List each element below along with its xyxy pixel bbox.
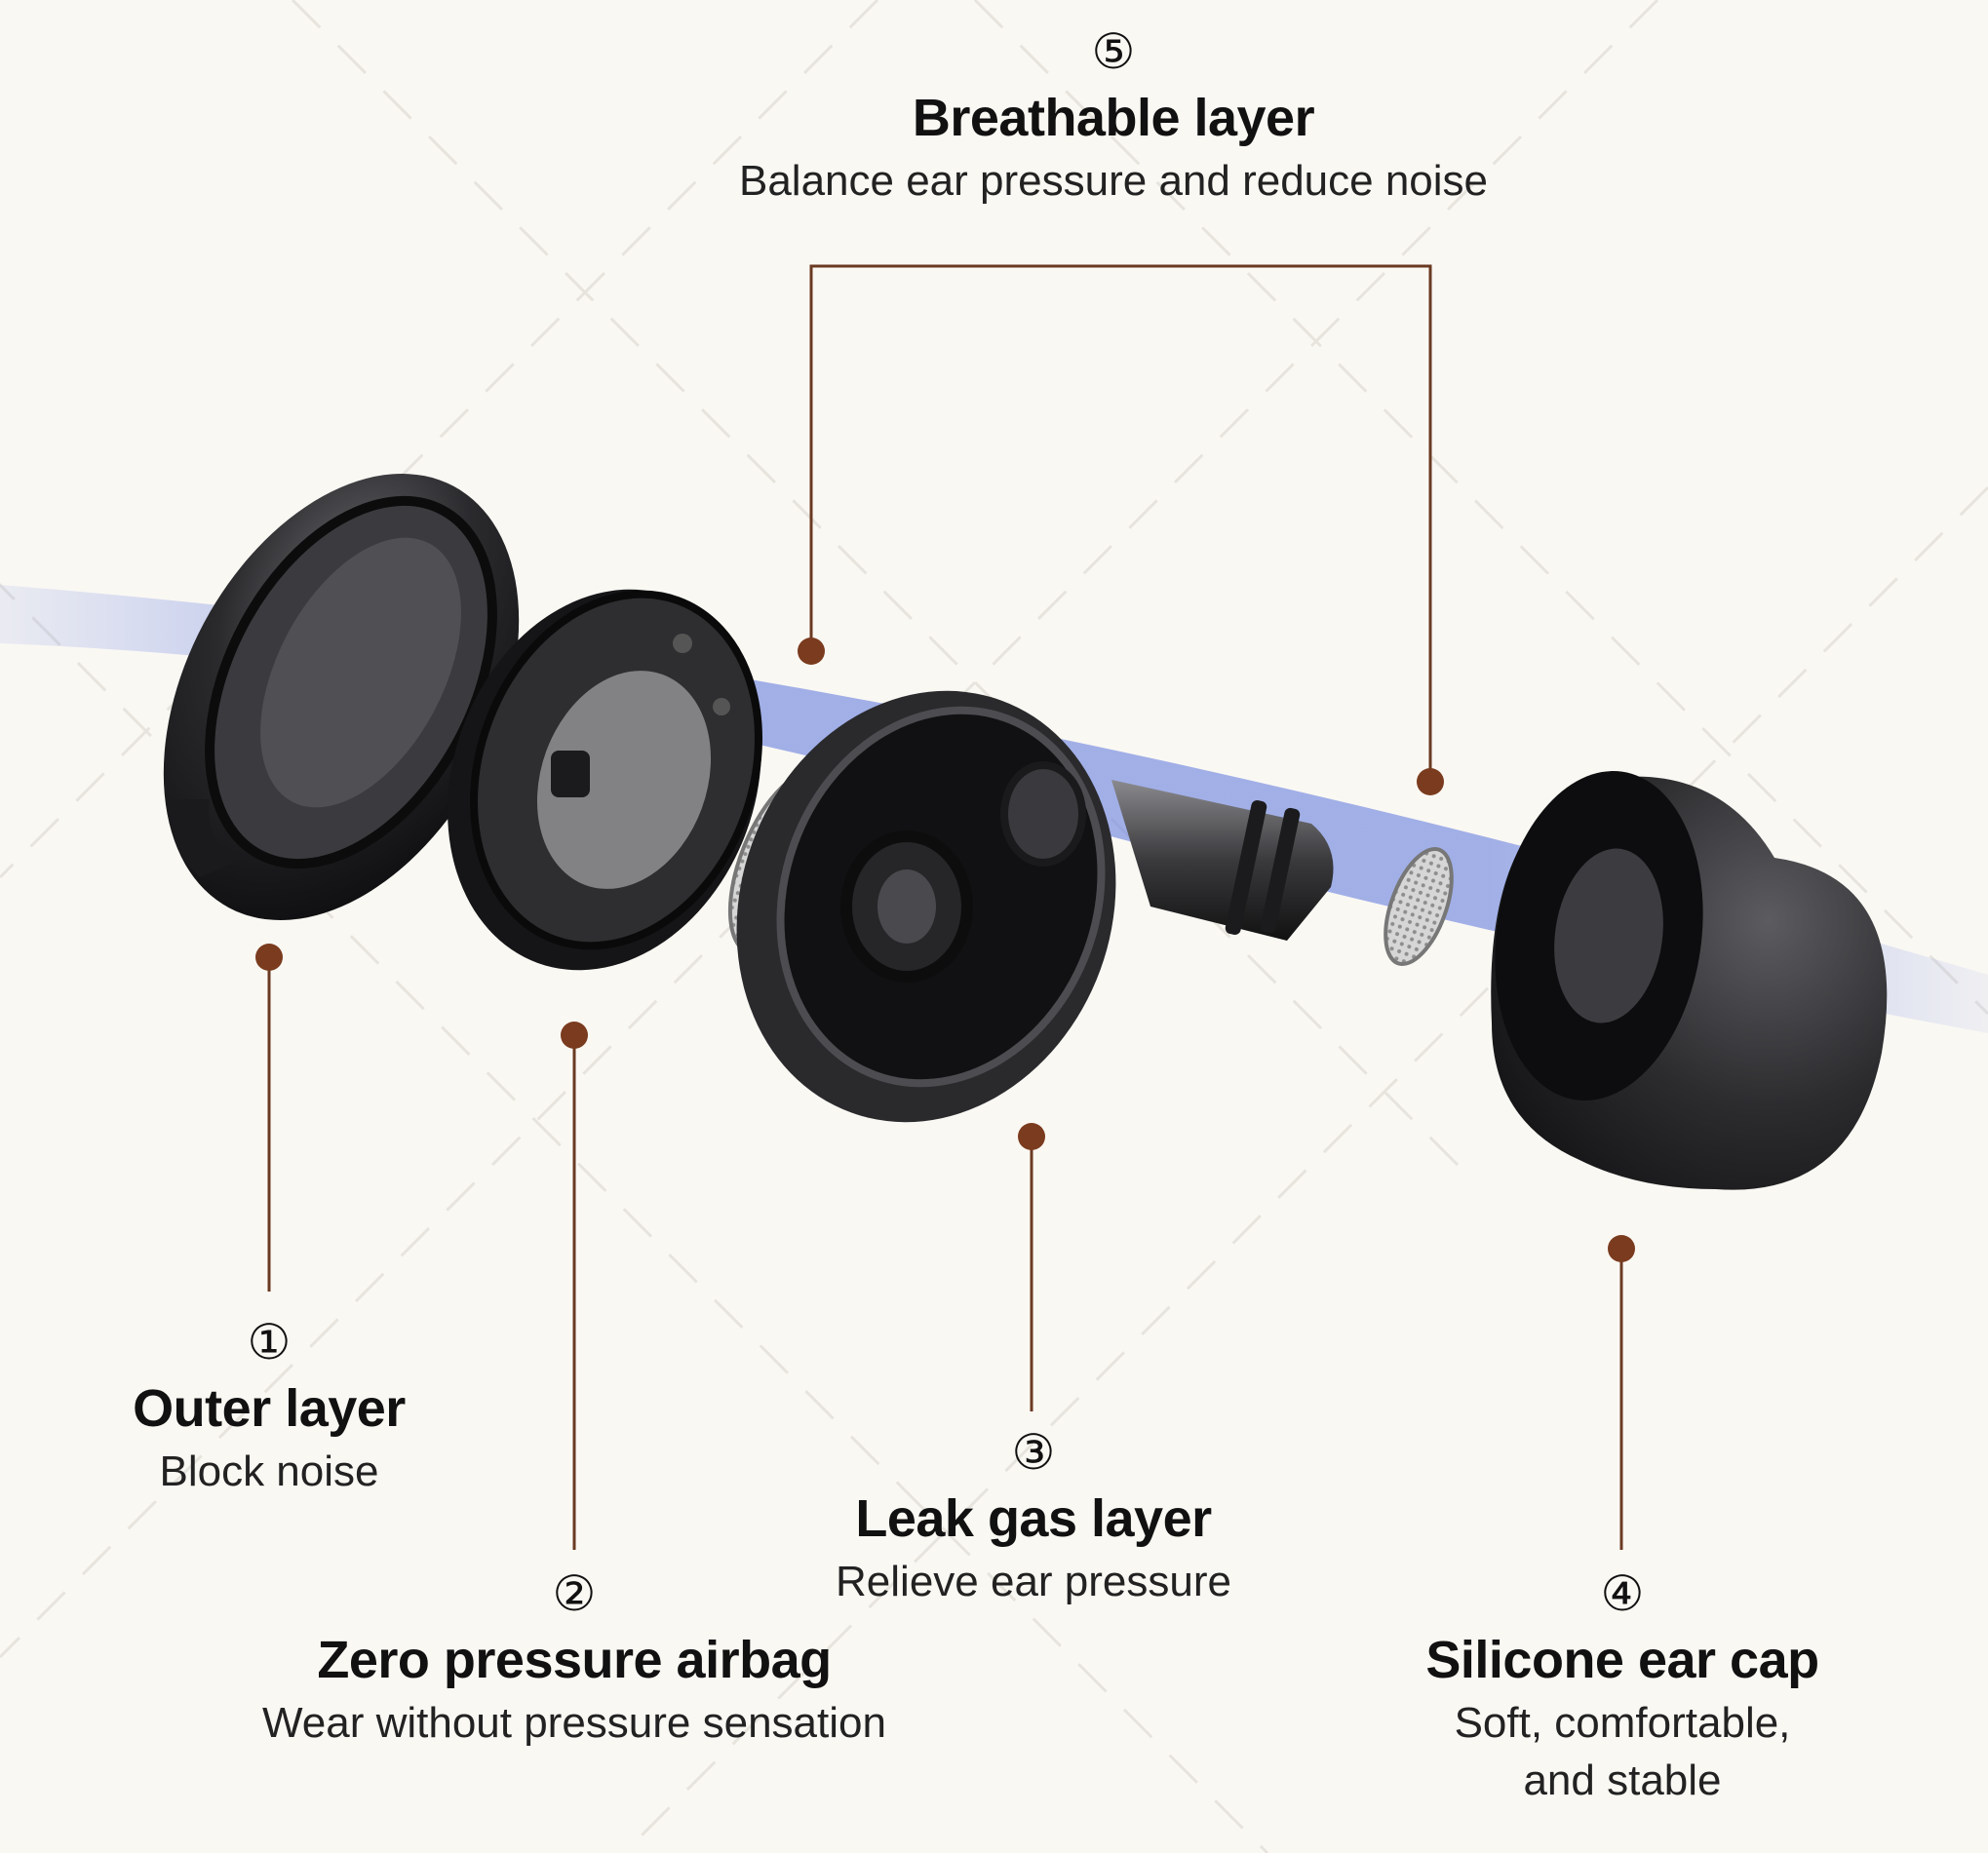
callout-description-line2: and stable (1523, 1756, 1722, 1804)
mesh-disk-right (1384, 846, 1454, 967)
callout-title: Leak gas layer (855, 1489, 1212, 1548)
callout-silicone-ear-cap: ④ Silicone ear cap Soft, comfortable, an… (1425, 1565, 1819, 1809)
callout-number: ① (247, 1314, 292, 1370)
silicone-cap-part (1491, 771, 1888, 1190)
callout-description: Wear without pressure sensation (262, 1698, 886, 1747)
callout-description: Soft, comfortable, (1454, 1698, 1791, 1747)
callout-title: Breathable layer (912, 89, 1315, 147)
callout-breathable-layer: ⑤ Breathable layer Balance ear pressure … (739, 27, 1488, 210)
outer-layer-part (163, 474, 520, 920)
callout-number: ② (552, 1565, 597, 1622)
airflow-beam (0, 585, 1988, 1033)
callout-outer-layer: ① Outer layer Block noise (133, 1318, 406, 1500)
callout-number: ⑤ (1091, 23, 1136, 80)
callout-title: Zero pressure airbag (317, 1631, 832, 1689)
leader-lines (267, 264, 1623, 1550)
callout-description: Balance ear pressure and reduce noise (738, 156, 1489, 205)
callout-title: Silicone ear cap (1425, 1631, 1819, 1689)
callout-description: Relieve ear pressure (836, 1557, 1231, 1605)
leader-dots (255, 637, 1635, 1262)
callout-description: Block noise (159, 1447, 379, 1495)
airbag-part (448, 589, 762, 971)
callout-number: ④ (1600, 1565, 1645, 1622)
callout-leak-gas-layer: ③ Leak gas layer Relieve ear pressure (836, 1428, 1231, 1610)
callout-title: Outer layer (133, 1379, 406, 1438)
leak-gas-part (736, 690, 1334, 1123)
callout-number: ③ (1011, 1424, 1056, 1481)
callout-zero-pressure-airbag: ② Zero pressure airbag Wear without pres… (262, 1569, 886, 1752)
